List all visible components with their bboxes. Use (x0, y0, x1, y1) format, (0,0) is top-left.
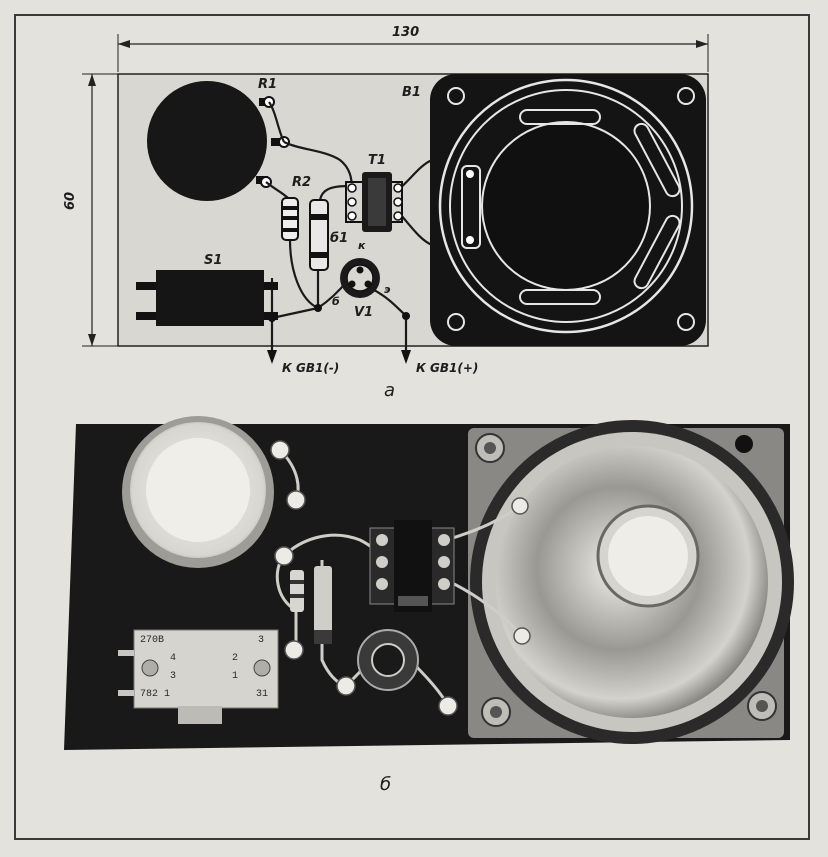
b1-speaker-drawing (430, 74, 706, 346)
figure-b-photo (64, 416, 794, 750)
r1-potentiometer (147, 81, 290, 201)
panel-label-b: б (380, 774, 392, 795)
label-gb1-minus: К GB1(-) (282, 361, 340, 375)
switch-plate-line3-left: 3 (170, 671, 177, 682)
r1-potentiometer-photo (122, 416, 274, 568)
t1-transformer-photo (369, 520, 455, 612)
label-v1: V1 (354, 305, 374, 320)
t1-transformer (345, 172, 403, 232)
gb1-leads (267, 350, 411, 364)
label-t1: T1 (368, 153, 386, 168)
v1-transistor (340, 258, 380, 298)
switch-plate-line2-right: 2 (232, 653, 239, 664)
label-r1: R1 (258, 77, 278, 92)
page-frame (14, 14, 810, 840)
label-pin-k: к (358, 239, 366, 252)
figure-a-drawing (82, 34, 709, 364)
label-s1: S1 (204, 253, 223, 268)
dimension-line-height (82, 73, 120, 347)
label-r2: R2 (292, 175, 312, 190)
dimension-height-label: 60 (63, 191, 78, 210)
r2-c1-photo (290, 566, 332, 644)
speaker-mount-screws (475, 433, 777, 727)
r2-resistor (281, 197, 299, 241)
s1-switch (136, 270, 278, 326)
switch-plate-line1-left: 270В (140, 635, 165, 646)
switch-plate-line4-left: 782 1 (140, 689, 171, 700)
solder-points-a (268, 304, 410, 322)
switch-plate-line2-left: 4 (170, 653, 177, 664)
switch-plate-line1-right: 3 (258, 635, 265, 646)
label-gb1-plus: К GB1(+) (416, 361, 479, 375)
switch-plate-line3-right: 1 (232, 671, 239, 682)
label-b1: B1 (402, 85, 421, 100)
s1-switch-photo (118, 629, 279, 724)
panel-label-a: а (384, 380, 396, 401)
solder-points-b (270, 440, 531, 716)
label-c1: б1 (330, 231, 349, 246)
v1-transistor-photo (357, 629, 419, 691)
label-pin-e: э (384, 283, 391, 296)
switch-plate-line4-right: 31 (256, 689, 269, 700)
dimension-line-width (117, 34, 709, 72)
label-pin-b: б (332, 295, 340, 308)
dimension-width-label: 130 (392, 25, 420, 40)
c1-capacitor (309, 199, 329, 271)
